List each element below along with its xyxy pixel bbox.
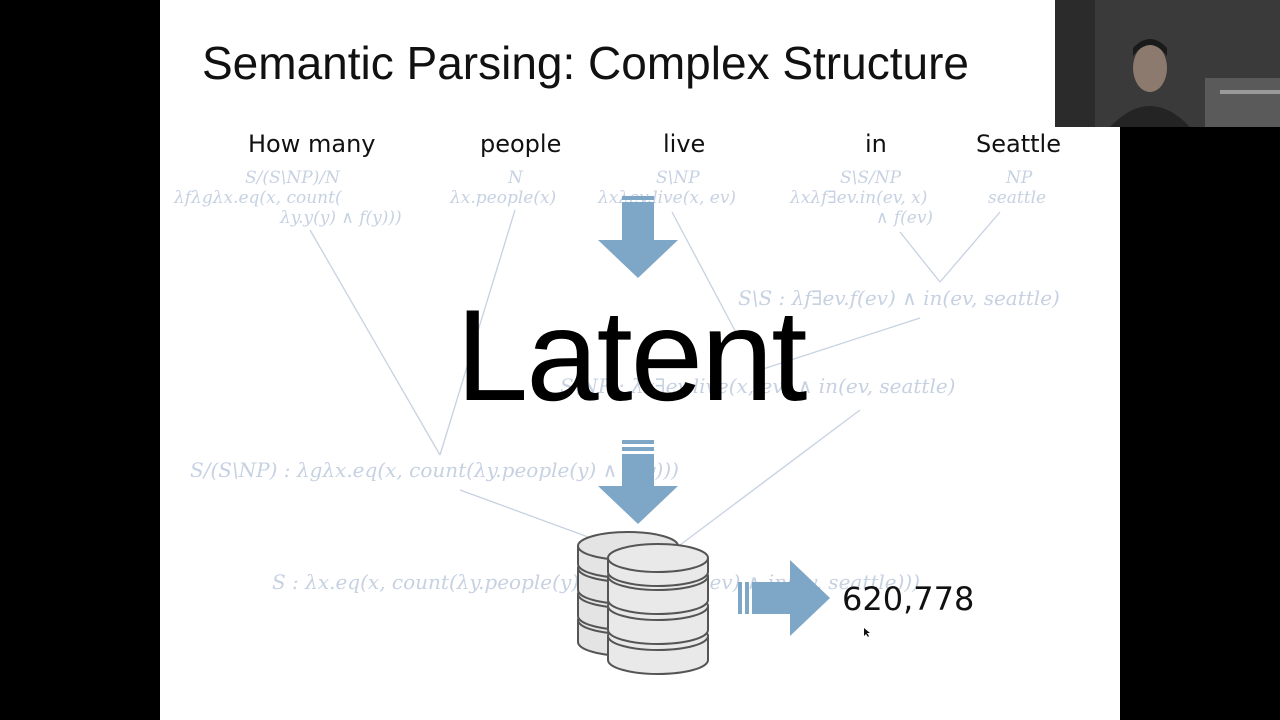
- lambda-how-many-cont: λy.y(y) ∧ f(y))): [280, 208, 402, 228]
- diagram-graphics: [577, 196, 830, 675]
- lambda-seattle: seattle: [988, 188, 1047, 208]
- derivation-step-3: S/(S\NP) : λgλx.eq(x, count(λy.people(y)…: [190, 458, 679, 482]
- lambda-in: λxλf∃ev.in(ev, x): [790, 188, 928, 208]
- derivation-step-1: S\S : λf∃ev.f(ev) ∧ in(ev, seattle): [738, 286, 1060, 310]
- slide-title: Semantic Parsing: Complex Structure: [202, 37, 969, 89]
- answer-value: 620,778: [842, 580, 975, 618]
- presenter-video: [1055, 0, 1280, 127]
- derivation-step-2: S\NP : λx∃ev.live(x, ev) ∧ in(ev, seattl…: [560, 374, 956, 398]
- arrow-right-icon: [738, 560, 830, 636]
- category-live: S\NP: [656, 168, 700, 188]
- latent-label: Latent: [456, 282, 807, 428]
- slide: Semantic Parsing: Complex Structure How …: [160, 0, 1120, 720]
- database-icon: [577, 531, 709, 675]
- word-in: in: [865, 130, 887, 158]
- arrow-down-icon: [598, 440, 678, 524]
- category-how-many: S/(S\NP)/N: [245, 168, 340, 188]
- lambda-how-many: λfλgλx.eq(x, count(: [174, 188, 342, 208]
- lambda-in-cont: ∧ f(ev): [876, 208, 934, 228]
- word-live: live: [663, 130, 706, 158]
- category-in: S\S/NP: [840, 168, 902, 188]
- category-people: N: [508, 168, 523, 188]
- derivation-lines: [309, 209, 1001, 546]
- word-people: people: [480, 130, 562, 158]
- webcam-feed: [1055, 0, 1280, 127]
- word-seattle: Seattle: [976, 130, 1061, 158]
- arrow-down-icon: [598, 196, 678, 278]
- category-seattle: NP: [1006, 168, 1033, 188]
- lambda-people: λx.people(x): [450, 188, 557, 208]
- word-how-many: How many: [248, 130, 376, 158]
